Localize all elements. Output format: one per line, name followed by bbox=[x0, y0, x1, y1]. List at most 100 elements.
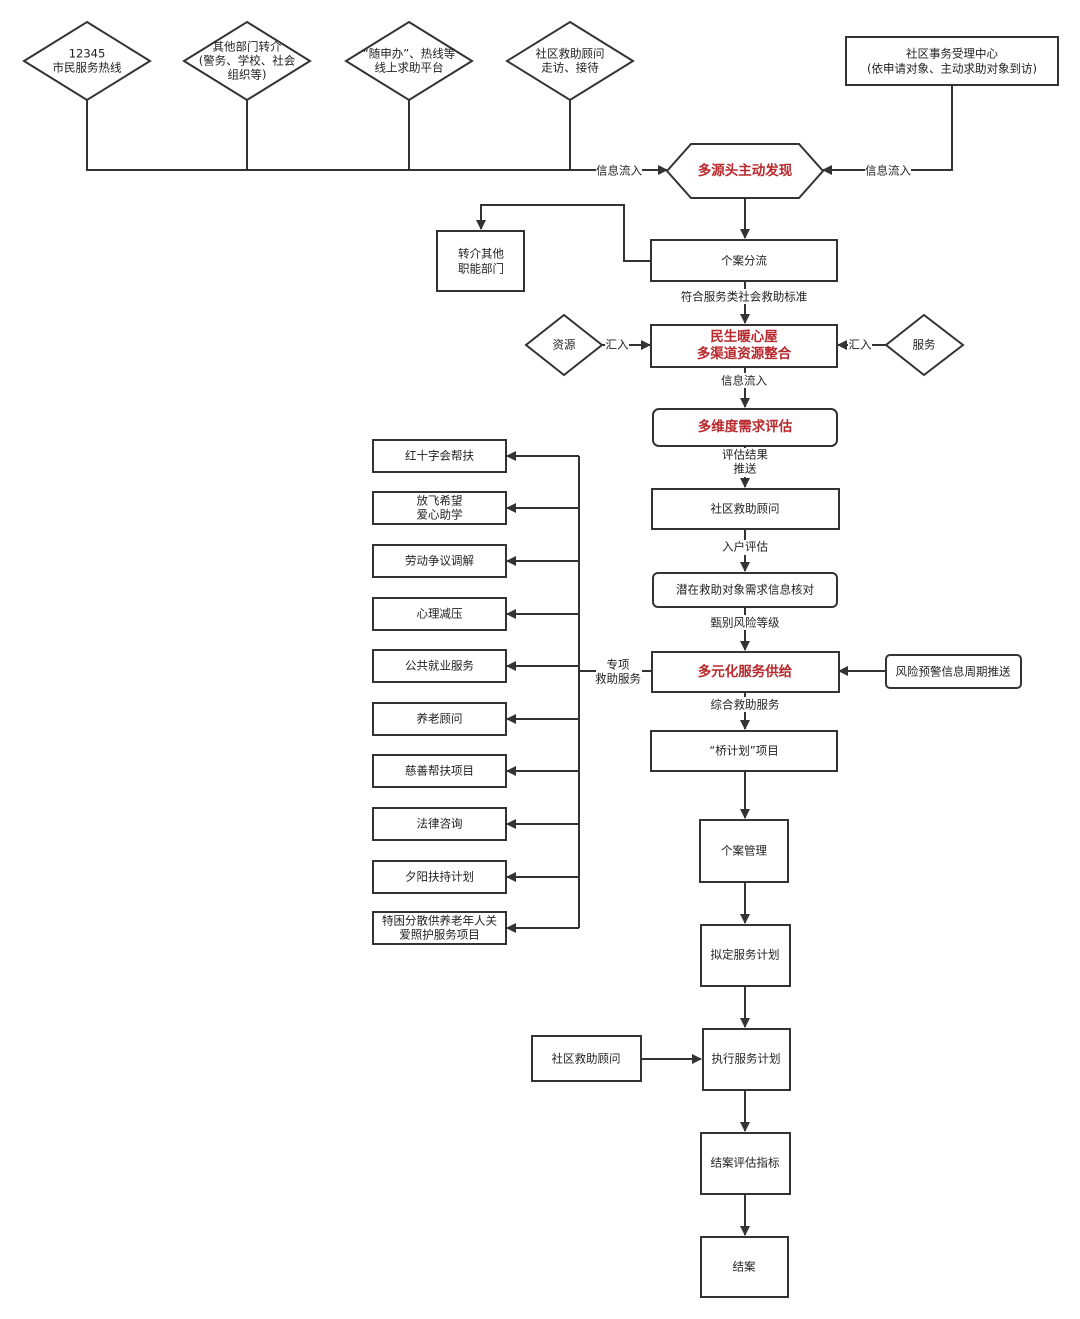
special-service-branch-edges bbox=[506, 451, 579, 933]
integration-box: 民生暖心屋 多渠道资源整合 bbox=[650, 324, 838, 368]
supply-box: 多元化服务供给 bbox=[651, 651, 840, 693]
special-service-item: 劳动争议调解 bbox=[372, 544, 507, 578]
risk-label: 风险预警信息周期推送 bbox=[896, 665, 1011, 679]
execute-label: 执行服务计划 bbox=[712, 1052, 781, 1066]
source-3-line-2: 线上求助平台 bbox=[375, 61, 444, 75]
special-service-label: 夕阳扶持计划 bbox=[405, 870, 474, 884]
edge-label-home-eval: 入户评估 bbox=[722, 540, 768, 554]
referral-line-1: 转介其他 bbox=[458, 247, 504, 261]
source-4-line-2: 走访、接待 bbox=[541, 61, 599, 75]
closing-eval-label: 结案评估指标 bbox=[711, 1156, 780, 1170]
special-service-label: 心理减压 bbox=[417, 607, 463, 621]
advisor-box: 社区救助顾问 bbox=[651, 488, 840, 530]
special-service-box bbox=[372, 597, 507, 631]
source-2-line-1: 其他部门转介 bbox=[213, 40, 282, 54]
edge-label-merge-left: 汇入 bbox=[606, 338, 629, 352]
special-service-label: 法律咨询 bbox=[417, 817, 463, 831]
triage-to-referral-edge bbox=[476, 204, 651, 262]
service-diamond: 服务 bbox=[884, 313, 965, 377]
triage-label: 个案分流 bbox=[721, 254, 767, 268]
special-service-item: 慈善帮扶项目 bbox=[372, 754, 507, 788]
plan-box: 拟定服务计划 bbox=[700, 924, 791, 987]
referral-line-2: 职能部门 bbox=[458, 262, 504, 276]
community-center-line-2: (依申请对象、主动求助对象到访) bbox=[867, 62, 1037, 76]
risk-box: 风险预警信息周期推送 bbox=[885, 654, 1022, 689]
edge-label-merge-right: 汇入 bbox=[849, 338, 872, 352]
special-service-box bbox=[372, 911, 507, 945]
discovery-hexagon: 多源头主动发现 bbox=[665, 143, 825, 199]
edge-label-info-in-right: 信息流入 bbox=[865, 164, 911, 178]
source-2-line-2: (警务、学校、社会 bbox=[199, 54, 296, 68]
source-diamond-3: “随申办”、热线等 线上求助平台 bbox=[344, 20, 474, 102]
edge-label-comprehensive: 综合救助服务 bbox=[711, 698, 780, 712]
edge-label-result-push-2: 推送 bbox=[734, 462, 757, 476]
source-diamond-1: 12345 市民服务热线 bbox=[22, 20, 152, 102]
bridge-label: “桥计划”项目 bbox=[709, 744, 778, 758]
edge-label-risk-level: 甄别风险等级 bbox=[711, 616, 780, 630]
special-service-box bbox=[372, 702, 507, 736]
community-center-box: 社区事务受理中心 (依申请对象、主动求助对象到访) bbox=[845, 36, 1059, 86]
advisor-label: 社区救助顾问 bbox=[711, 502, 780, 516]
edge-label-info-in: 信息流入 bbox=[721, 374, 767, 388]
source-collector-edge bbox=[86, 100, 668, 175]
execute-box: 执行服务计划 bbox=[702, 1028, 791, 1091]
discovery-label: 多源头主动发现 bbox=[698, 162, 793, 179]
special-service-item: 夕阳扶持计划 bbox=[372, 860, 507, 894]
special-service-label: 爱心助学 bbox=[417, 508, 463, 522]
advisor2-label: 社区救助顾问 bbox=[552, 1052, 621, 1066]
special-service-label: 爱照护服务项目 bbox=[399, 928, 480, 942]
special-service-label: 劳动争议调解 bbox=[405, 554, 474, 568]
supply-label: 多元化服务供给 bbox=[698, 663, 793, 680]
closed-label: 结案 bbox=[733, 1260, 756, 1274]
closed-box: 结案 bbox=[700, 1236, 789, 1298]
advisor2-box: 社区救助顾问 bbox=[531, 1035, 642, 1082]
source-3-line-1: “随申办”、热线等 bbox=[363, 47, 455, 61]
special-service-label: 养老顾问 bbox=[417, 712, 463, 726]
special-service-box bbox=[372, 544, 507, 578]
special-services-list: 红十字会帮扶放飞希望爱心助学劳动争议调解心理减压公共就业服务养老顾问慈善帮扶项目… bbox=[372, 439, 507, 945]
source-diamond-2: 其他部门转介 (警务、学校、社会 组织等) bbox=[182, 20, 312, 102]
special-service-box bbox=[372, 860, 507, 894]
case-management-box: 个案管理 bbox=[699, 819, 789, 883]
source-4-line-1: 社区救助顾问 bbox=[536, 47, 605, 61]
plan-label: 拟定服务计划 bbox=[711, 948, 780, 962]
edge-label-special-2: 救助服务 bbox=[595, 672, 641, 686]
community-center-line-1: 社区事务受理中心 bbox=[906, 47, 998, 61]
edge-labels: 信息流入 信息流入 符合服务类社会救助标准 汇入 汇入 信息流入 评估结果 推送… bbox=[595, 163, 911, 712]
special-service-item: 红十字会帮扶 bbox=[372, 439, 507, 473]
resource-diamond: 资源 bbox=[524, 313, 604, 377]
special-service-item: 养老顾问 bbox=[372, 702, 507, 736]
integration-line-1: 民生暖心屋 bbox=[710, 328, 778, 345]
bridge-box: “桥计划”项目 bbox=[650, 730, 838, 772]
closing-eval-box: 结案评估指标 bbox=[700, 1132, 791, 1195]
special-service-item: 公共就业服务 bbox=[372, 649, 507, 683]
source-1-line-1: 12345 bbox=[69, 47, 106, 61]
resource-label: 资源 bbox=[553, 338, 576, 352]
special-service-item: 心理减压 bbox=[372, 597, 507, 631]
special-service-box bbox=[372, 649, 507, 683]
special-service-box bbox=[372, 807, 507, 841]
center-to-discovery-edge bbox=[822, 85, 953, 175]
edge-label-standard: 符合服务类社会救助标准 bbox=[681, 290, 808, 304]
referral-box: 转介其他 职能部门 bbox=[436, 230, 525, 292]
source-diamond-4: 社区救助顾问 走访、接待 bbox=[505, 20, 635, 102]
integration-line-2: 多渠道资源整合 bbox=[697, 345, 792, 362]
assessment-box: 多维度需求评估 bbox=[652, 408, 838, 447]
special-service-item: 法律咨询 bbox=[372, 807, 507, 841]
special-service-label: 公共就业服务 bbox=[405, 659, 474, 673]
source-1-line-2: 市民服务热线 bbox=[53, 61, 122, 75]
edge-label-special-1: 专项 bbox=[607, 658, 630, 672]
special-service-label: 放飞希望 bbox=[417, 494, 463, 508]
source-2-line-3: 组织等) bbox=[228, 68, 267, 82]
special-service-box bbox=[372, 754, 507, 788]
special-service-box bbox=[372, 491, 507, 525]
special-service-box bbox=[372, 439, 507, 473]
service-label: 服务 bbox=[913, 338, 936, 352]
case-management-label: 个案管理 bbox=[721, 844, 767, 858]
verify-box: 潜在救助对象需求信息核对 bbox=[652, 572, 838, 608]
assessment-label: 多维度需求评估 bbox=[698, 418, 793, 435]
triage-box: 个案分流 bbox=[650, 239, 838, 282]
